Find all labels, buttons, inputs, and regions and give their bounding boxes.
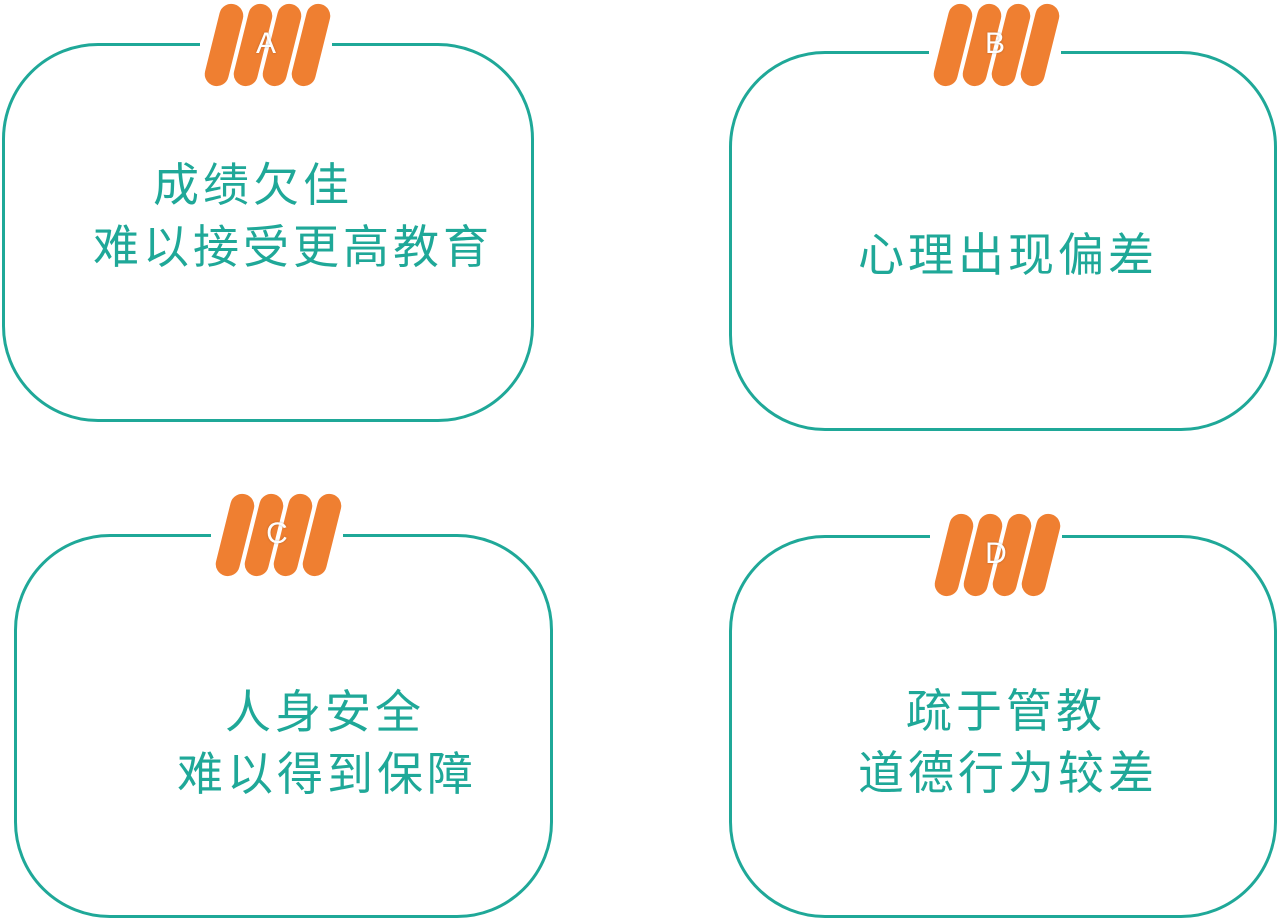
binder-clip-icon <box>932 511 1062 599</box>
clip-coil <box>1018 1 1061 89</box>
clip-a: A <box>200 0 332 90</box>
card-c: 人身安全 难以得到保障 <box>14 534 553 918</box>
clip-coil <box>989 1 1033 89</box>
card-a-text: 成绩欠佳 难以接受更高教育 <box>5 154 531 278</box>
binder-clip-icon <box>213 491 343 579</box>
card-a-line-1: 成绩欠佳 <box>153 158 353 212</box>
card-a: 成绩欠佳 难以接受更高教育 <box>2 43 534 422</box>
card-b-line-1: 心理出现偏差 <box>858 228 1158 282</box>
card-c-label: C <box>266 517 288 550</box>
card-c-text: 人身安全 难以得到保障 <box>17 681 550 805</box>
card-c-line-1: 人身安全 <box>225 685 425 739</box>
card-d-text: 疏于管教 道德行为较差 <box>732 680 1274 804</box>
clip-coil <box>213 491 257 579</box>
card-d-line-1: 疏于管教 <box>906 684 1106 738</box>
clip-coil <box>271 491 315 579</box>
card-a-label: A <box>255 27 276 60</box>
clip-coil <box>932 511 976 599</box>
card-d-label: D <box>985 537 1007 570</box>
clip-coil <box>202 1 246 89</box>
card-b-text: 心理出现偏差 <box>732 224 1274 286</box>
card-a-line-2: 难以接受更高教育 <box>93 220 493 274</box>
clip-d: D <box>930 510 1062 600</box>
clip-coil <box>260 1 304 89</box>
clip-coil <box>990 511 1034 599</box>
clip-b: B <box>929 0 1061 90</box>
card-b: 心理出现偏差 <box>729 51 1277 431</box>
binder-clip-icon <box>202 1 332 89</box>
clip-coil <box>231 1 275 89</box>
card-d-line-2: 道德行为较差 <box>858 746 1158 800</box>
binder-clip-icon <box>931 1 1061 89</box>
clip-coil <box>242 491 286 579</box>
clip-coil <box>300 491 343 579</box>
clip-coil <box>960 1 1004 89</box>
clip-coil <box>931 1 975 89</box>
clip-coil <box>1019 511 1062 599</box>
clip-coil <box>961 511 1005 599</box>
card-b-label: B <box>984 27 1005 60</box>
card-c-line-2: 难以得到保障 <box>177 747 477 801</box>
clip-c: C <box>211 490 343 580</box>
clip-coil <box>289 1 332 89</box>
